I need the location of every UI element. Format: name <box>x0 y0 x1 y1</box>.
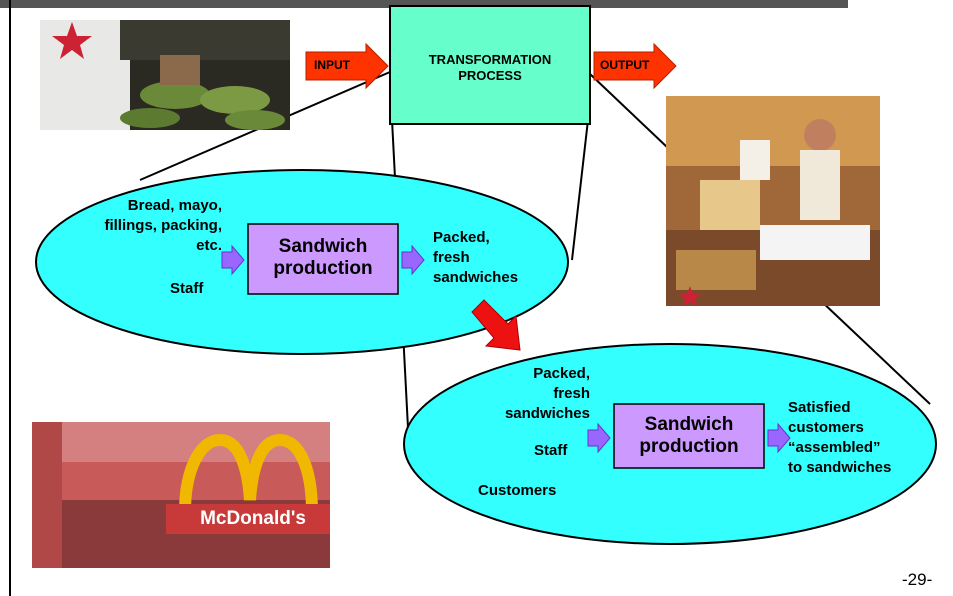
stage-one-outputs: Packed, fresh sandwiches <box>433 228 518 288</box>
stage-one-staff: Staff <box>170 280 204 297</box>
stage-two-output-line: to sandwiches <box>788 459 892 476</box>
stage-two-outputs: Satisfied customers “assembled” to sandw… <box>788 398 891 478</box>
connector-line <box>819 299 931 405</box>
stage-two-staff: Staff <box>534 442 568 459</box>
output-arrow <box>593 42 677 90</box>
stage-two-process-line1: Sandwich <box>644 414 734 435</box>
stage-one-process-label: Sandwich production <box>248 236 398 280</box>
stage-two-process-line2: production <box>639 436 739 457</box>
page-number: -29- <box>902 570 933 589</box>
stage-one-input-line: fillings, packing, <box>104 217 222 234</box>
star-icon <box>679 286 701 306</box>
stage-two-input-line: fresh <box>553 385 590 402</box>
stage-one-input-line: etc. <box>196 237 222 254</box>
input-label: INPUT <box>314 58 350 72</box>
input-arrow <box>305 42 389 90</box>
stage-transition-arrow <box>471 299 521 351</box>
photo-mcdonalds-storefront <box>32 422 330 568</box>
stage-one-process-line2: production <box>273 258 373 279</box>
stage-two-input-line: Packed, <box>533 365 590 382</box>
small-arrow <box>587 422 611 454</box>
output-label: OUTPUT <box>600 58 650 72</box>
mcdonalds-sign-text: McDonald's <box>200 508 306 529</box>
photo-food-prep <box>40 20 290 130</box>
stage-two-customers: Customers <box>478 482 557 499</box>
stage-one-input-line: Bread, mayo, <box>127 197 222 214</box>
stage-two-output-line: “assembled” <box>788 439 881 456</box>
stage-one-process-line1: Sandwich <box>278 236 368 257</box>
photo-shop-worker <box>666 96 880 306</box>
stage-two-output-line: Satisfied <box>788 399 851 416</box>
transformation-title: TRANSFORMATION PROCESS <box>390 52 590 84</box>
connector-line <box>589 73 669 149</box>
small-arrow <box>401 244 425 276</box>
stage-two-process-label: Sandwich production <box>614 414 764 458</box>
transformation-title-line2: PROCESS <box>458 68 522 83</box>
star-icon <box>52 22 92 59</box>
stage-two-output-line: customers <box>788 419 864 436</box>
stage-one-output-line: fresh <box>433 249 470 266</box>
transformation-process-box <box>389 5 591 125</box>
stage-one-inputs: Bread, mayo, fillings, packing, etc. <box>96 196 222 256</box>
top-rule <box>0 0 848 8</box>
transformation-title-line1: TRANSFORMATION <box>428 52 552 67</box>
process-box-stage-two <box>613 403 765 469</box>
stage-two-input-line: sandwiches <box>504 405 590 422</box>
stage-one-output-line: sandwiches <box>433 269 519 286</box>
small-arrow <box>767 422 791 454</box>
small-arrow <box>221 244 245 276</box>
connector-line <box>571 119 589 261</box>
stage-two-inputs: Packed, fresh sandwiches <box>470 364 590 424</box>
process-box-stage-one <box>247 223 399 295</box>
stage-one-output-line: Packed, <box>433 229 490 246</box>
